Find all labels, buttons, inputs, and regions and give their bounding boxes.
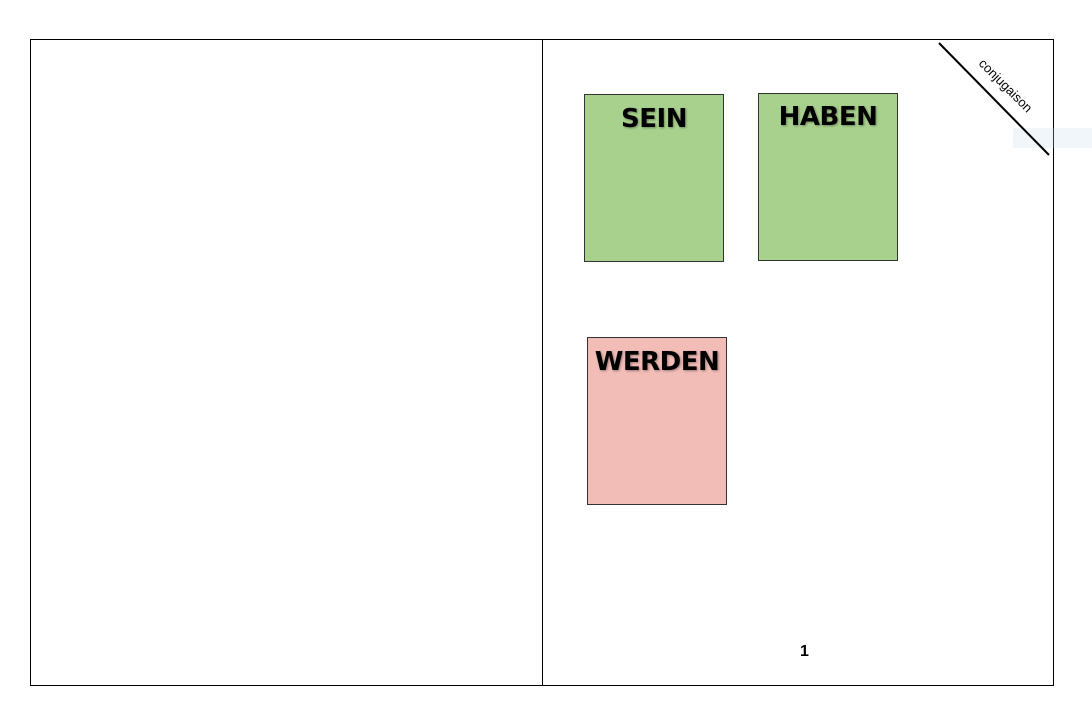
card-title-background bbox=[759, 94, 897, 162]
left-page bbox=[31, 40, 543, 685]
card-title: WERDEN bbox=[594, 347, 720, 377]
booklet-spread: conjugaison SEIN HABEN WERDEN 1 bbox=[30, 39, 1092, 686]
right-page: conjugaison SEIN HABEN WERDEN 1 bbox=[543, 40, 1092, 685]
faint-selection-tag bbox=[1013, 128, 1092, 148]
card-title: SEIN bbox=[621, 104, 687, 134]
card-title-background bbox=[588, 338, 726, 406]
card-haben: HABEN bbox=[758, 93, 898, 261]
corner-fold-line bbox=[938, 42, 1050, 156]
card-sein: SEIN bbox=[584, 94, 724, 262]
card-title: HABEN bbox=[778, 102, 878, 132]
page-number: 1 bbox=[800, 643, 809, 660]
card-title-background bbox=[585, 95, 723, 163]
card-werden: WERDEN bbox=[587, 337, 727, 505]
